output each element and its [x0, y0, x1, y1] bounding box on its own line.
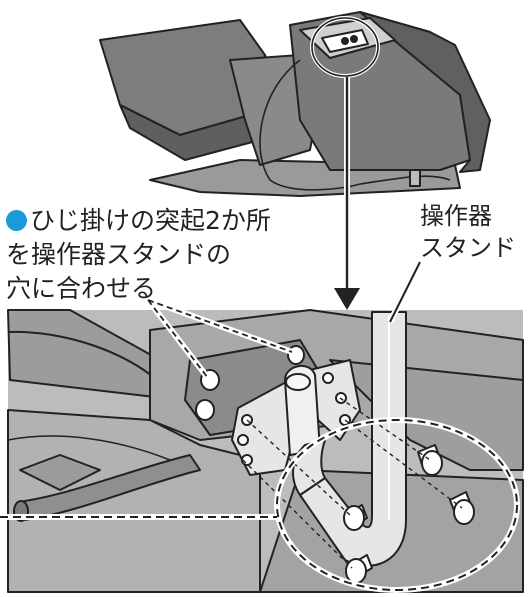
bullet-icon [6, 210, 27, 231]
stand-label-line-1: 操作器 [420, 202, 492, 230]
massage-chair-illustration [99, 11, 491, 197]
stand-leader [387, 260, 423, 324]
armrest-hole-2 [195, 399, 215, 421]
down-arrow [334, 77, 360, 310]
detail-view [7, 309, 524, 593]
callout-controller-stand: 操作器 スタンド [420, 200, 516, 264]
stand-label-line-2: スタンド [420, 234, 516, 262]
callout-line-1: ひじ掛けの突起2か所 [6, 204, 271, 238]
leader-lines [145, 297, 294, 380]
screws [343, 444, 475, 584]
callout-line-3: 穴に合わせる [6, 274, 157, 303]
zoom-circle-detail [0, 417, 520, 593]
callout-line-2: を操作器スタンドの [6, 240, 232, 269]
callout-align-protrusions: ひじ掛けの突起2か所 を操作器スタンドの 穴に合わせる [6, 204, 271, 306]
callout-line-1-text: ひじ掛けの突起2か所 [30, 206, 271, 235]
